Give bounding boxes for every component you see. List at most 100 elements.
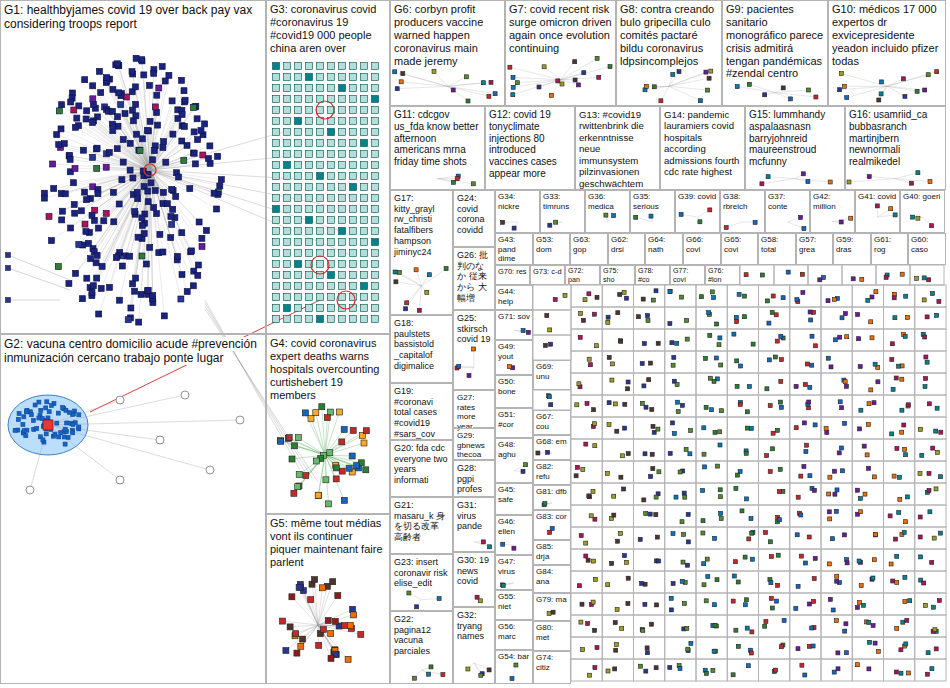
vertex-square	[939, 430, 943, 434]
vertex-square	[688, 452, 692, 456]
vertex-square	[154, 110, 160, 116]
vertex-square	[54, 132, 60, 138]
vertex-square	[199, 235, 205, 241]
tiny-group-box	[696, 373, 727, 395]
tiny-group-box	[571, 373, 602, 395]
vertex-square	[306, 129, 313, 136]
tiny-group-box	[790, 329, 821, 351]
edge-line	[473, 349, 474, 367]
vertex-square	[145, 199, 151, 205]
vertex-square	[306, 250, 313, 257]
vertex-square	[134, 131, 140, 137]
hub-marker	[144, 164, 156, 176]
vertex-square	[284, 63, 291, 70]
vertex-square	[295, 63, 302, 70]
vertex-square	[328, 184, 335, 191]
vertex-square	[361, 74, 368, 81]
vertex-square	[668, 451, 672, 455]
vertex-square	[139, 253, 145, 259]
vertex-square	[732, 574, 736, 578]
vertex-square	[273, 151, 280, 158]
vertex-square	[21, 423, 25, 427]
edge-line	[82, 170, 150, 299]
edge-line	[48, 425, 210, 470]
vertex-square	[750, 531, 754, 535]
tiny-group-box	[759, 329, 790, 351]
vertex-square	[155, 122, 161, 128]
vertex-square	[372, 239, 379, 246]
vertex-square	[13, 428, 17, 432]
vertex-square	[145, 188, 151, 194]
vertex-square	[295, 228, 302, 235]
vertex-square	[328, 228, 335, 235]
vertex-square	[399, 80, 403, 84]
vertex-square	[73, 270, 79, 276]
vertex-square	[317, 162, 324, 169]
tiny-group-box	[884, 395, 915, 417]
vertex-square	[372, 206, 379, 213]
vertex-square	[295, 261, 302, 268]
vertex-square	[898, 497, 902, 501]
edge-line	[399, 272, 421, 285]
vertex-square	[67, 156, 73, 162]
vertex-square	[152, 104, 158, 110]
vertex-square	[351, 612, 357, 618]
vertex-square	[328, 129, 335, 136]
tiny-group-box	[759, 285, 790, 307]
edge-line	[749, 84, 775, 92]
edge-line	[150, 119, 197, 170]
tiny-group-box	[821, 483, 852, 505]
vertex-square	[863, 492, 867, 496]
vertex-square	[682, 533, 686, 537]
vertex-square	[638, 537, 642, 541]
vertex-square	[133, 113, 139, 119]
edge-line	[30, 425, 48, 490]
vertex-square	[72, 166, 78, 172]
edge-line	[114, 170, 150, 222]
tiny-group-box	[696, 351, 727, 373]
vertex-square	[685, 319, 689, 323]
vertex-square	[859, 584, 863, 588]
vertex-square	[844, 384, 848, 388]
vertex-square	[796, 495, 800, 499]
vertex-square	[808, 385, 812, 389]
edge-line	[299, 587, 318, 625]
vertex-square	[851, 277, 855, 281]
vertex-square	[786, 270, 790, 274]
vertex-square	[843, 312, 847, 316]
vertex-square	[427, 273, 431, 277]
vertex-square	[678, 470, 682, 474]
tiny-group-box	[665, 461, 696, 483]
vertex-square	[308, 416, 314, 422]
tiny-group-box	[634, 373, 665, 395]
vertex-square	[903, 334, 907, 338]
vertex-square	[306, 283, 313, 290]
vertex-square	[805, 443, 809, 447]
edge-line	[795, 179, 830, 182]
vertex-square	[672, 432, 676, 436]
vertex-square	[339, 195, 346, 202]
tiny-group-box	[602, 373, 633, 395]
vertex-square	[481, 81, 485, 85]
vertex-square	[918, 427, 922, 431]
vertex-square	[284, 96, 291, 103]
tiny-group-box	[876, 265, 910, 285]
vertex-square	[900, 272, 904, 276]
vertex-square	[295, 435, 301, 441]
edge-line	[737, 87, 775, 93]
vertex-square	[709, 69, 713, 73]
vertex-square	[132, 209, 138, 215]
vertex-square	[103, 164, 109, 170]
vertex-square	[584, 554, 588, 558]
vertex-square	[806, 180, 810, 184]
vertex-square	[668, 322, 672, 326]
vertex-square	[781, 86, 785, 90]
vertex-square	[161, 139, 167, 145]
vertex-square	[273, 272, 280, 279]
vertex-square	[607, 401, 611, 405]
edge-line	[150, 170, 198, 265]
vertex-square	[295, 107, 302, 114]
vertex-square	[654, 289, 658, 293]
vertex-square	[306, 140, 313, 147]
vertex-square	[6, 253, 11, 258]
